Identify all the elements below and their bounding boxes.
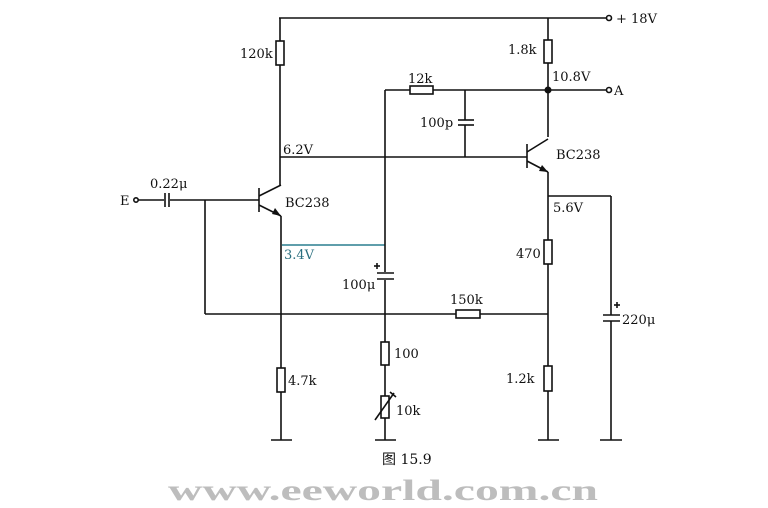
watermark: www.eeworld.com.cn [168, 474, 598, 507]
voltage-q1-emitter: 3.4V [284, 248, 315, 263]
label-100p: 100p [420, 116, 453, 131]
middle-branch [374, 90, 397, 441]
voltage-q2-emitter: 5.6V [553, 201, 584, 216]
input-branch [133, 193, 259, 314]
transistor-q1 [258, 184, 282, 217]
label-100u: 100μ [342, 278, 375, 293]
output-label: A [613, 84, 624, 99]
label-1-8k: 1.8k [508, 43, 537, 58]
resistor-150k [455, 309, 481, 319]
label-4-7k: 4.7k [288, 374, 317, 389]
transistor-q2 [526, 138, 549, 173]
q2-collector-branch [543, 18, 553, 137]
resistor-120k [275, 40, 285, 66]
supply-label: + 18V [616, 12, 658, 27]
q1-collector-branch [275, 18, 527, 185]
supply-terminal-icon [605, 14, 613, 22]
q1-emitter-branch [271, 216, 385, 441]
label-q2: BC238 [556, 148, 601, 163]
input-terminal-icon [133, 197, 140, 204]
label-0-22u: 0.22μ [150, 177, 187, 192]
input-label: E [120, 194, 130, 209]
resistor-470 [543, 239, 553, 265]
label-10k: 10k [396, 404, 421, 419]
label-q1: BC238 [285, 196, 330, 211]
label-100: 100 [394, 347, 419, 362]
resistor-1-8k [543, 39, 553, 64]
label-150k: 150k [450, 293, 483, 308]
label-470: 470 [516, 247, 541, 262]
voltage-q1-collector: 6.2V [283, 143, 314, 158]
resistor-4-7k [276, 367, 286, 393]
label-120k: 120k [240, 47, 273, 62]
label-220u: 220μ [622, 313, 655, 328]
resistor-12k [409, 85, 434, 95]
plus-icon [374, 263, 380, 269]
plus-icon [614, 302, 620, 308]
figure-caption: 图 15.9 [382, 452, 432, 468]
label-1-2k: 1.2k [506, 372, 535, 387]
resistor-100 [380, 341, 390, 366]
feedback-branch [205, 309, 548, 319]
supply-rail [279, 14, 613, 22]
voltage-q2-collector: 10.8V [552, 70, 591, 85]
feedback-12k-branch [385, 85, 613, 157]
resistor-1-2k [543, 365, 553, 392]
q2-emitter-branch [538, 172, 622, 441]
output-terminal-icon [605, 86, 613, 94]
label-12k: 12k [408, 72, 433, 87]
